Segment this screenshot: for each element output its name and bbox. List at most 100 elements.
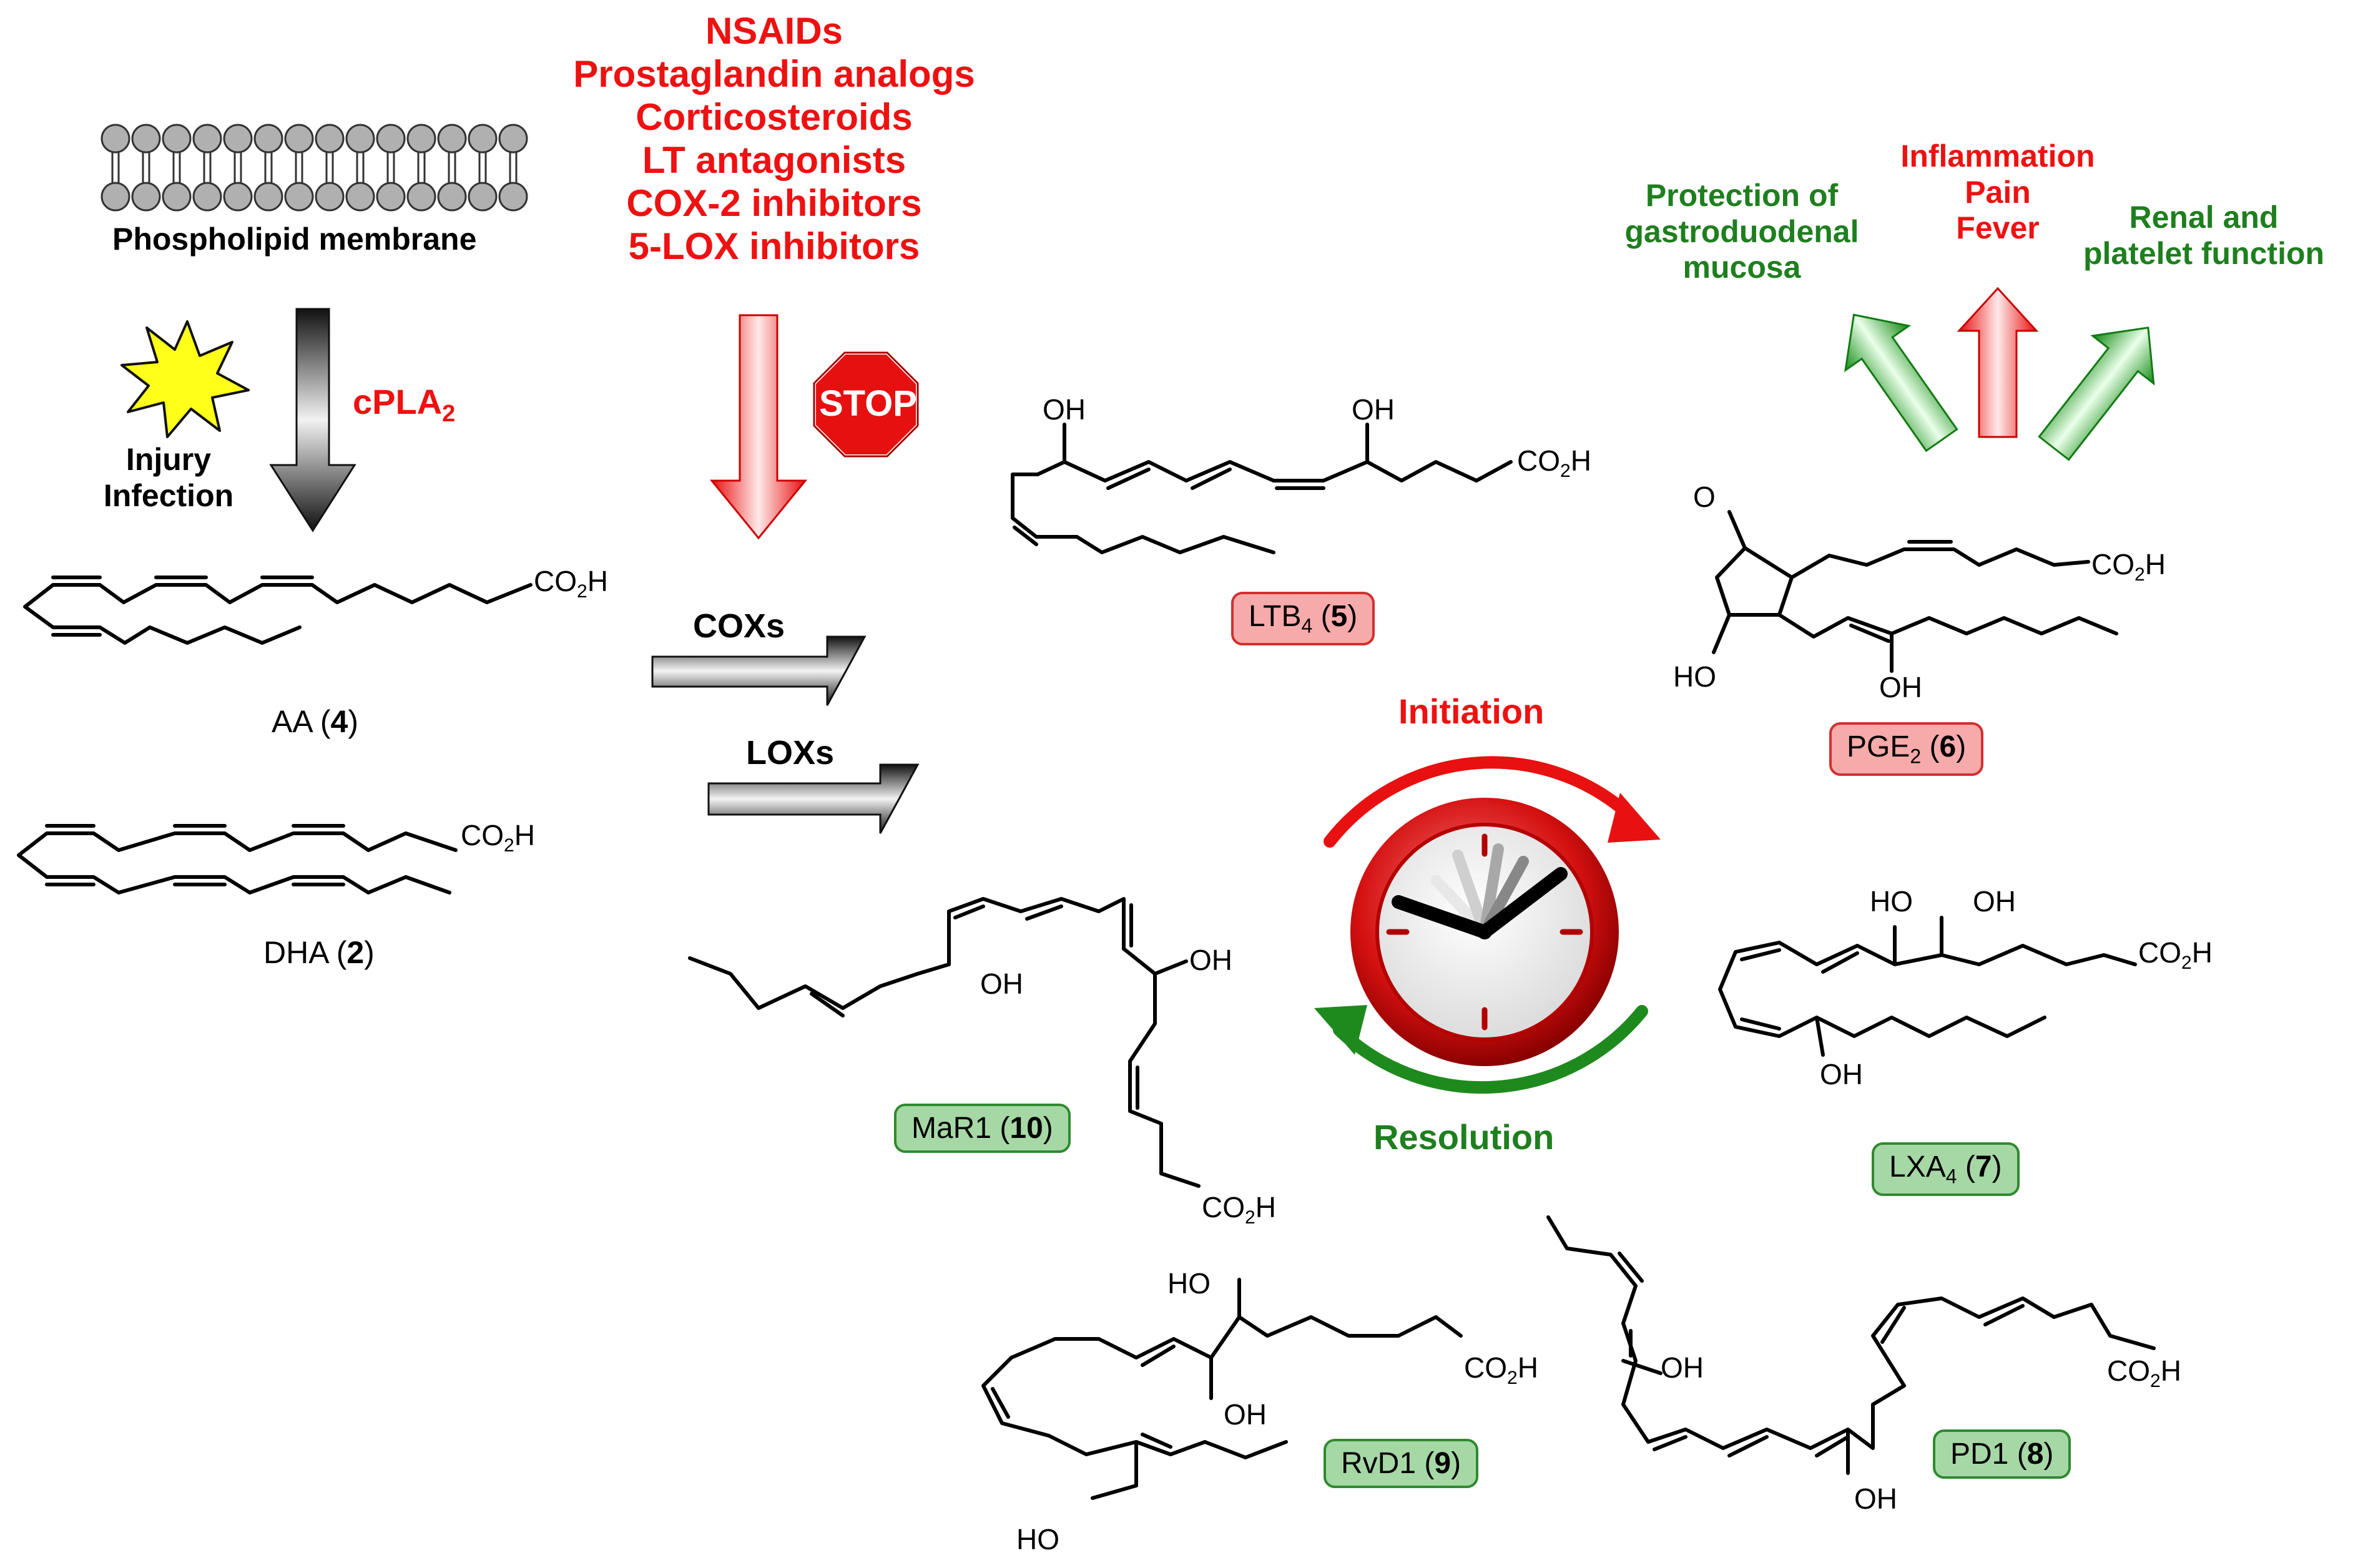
pge2-oh: OH [1879,671,1922,703]
rvd1-label: RvD1 (9) [1324,1439,1479,1488]
mucosa-arrow [1844,313,1958,453]
cpla2-subscript: 2 [442,401,456,428]
lxa4-ho: HO [1870,885,1913,918]
lxa4-acid-sub: 2 [2181,953,2192,974]
effect-mucosa-line1: Protection of [1645,178,1839,213]
drug-5lox-inhibitors: 5-LOX inhibitors [628,225,920,267]
lxa4-oh-1: OH [1973,885,2016,918]
effect-renal: Renal and platelet function [2060,200,2347,272]
drug-nsaids: NSAIDs [705,10,843,52]
effect-inflammation-line3: Fever [1956,210,2040,245]
rvd1-oh: OH [1224,1398,1267,1431]
dha-number: 2 [346,935,365,970]
initiation-label: Initiation [1398,692,1545,731]
pge2-acid-co: CO [2091,548,2134,581]
ltb4-label: LTB4 (5) [1231,592,1375,645]
pge2-acid-h: H [2144,548,2166,581]
effect-mucosa: Protection of gastroduodenal mucosa [1598,178,1885,286]
mar1-structure [688,897,1201,1188]
effect-renal-line2: platelet function [2083,235,2325,271]
ltb4-acid-sub: 2 [1560,461,1571,482]
pge2-label: PGE2 (6) [1829,722,1984,776]
effect-inflammation-line2: Pain [1965,174,2031,210]
pd1-acid-co: CO [2107,1355,2150,1387]
ltb4-acid-co: CO [1517,444,1560,477]
aa-acid: CO2H [534,565,608,603]
pd1-oh-1: OH [1661,1351,1704,1384]
dha-caption: DHA (2) [263,935,375,970]
ltb4-acid: CO2H [1517,444,1591,483]
pge2-number: 6 [1939,730,1957,763]
mar1-number: 10 [1009,1112,1043,1145]
cox-arrow [651,635,867,706]
drug-cox2-inhibitors: COX-2 inhibitors [626,182,922,224]
trigger-injury: Injury [125,442,212,477]
aa-caption: AA (4) [272,704,358,739]
rvd1-structure [981,1278,1463,1500]
dha-acid-sub: 2 [504,835,514,856]
lxa4-subscript: 4 [1945,1165,1957,1188]
mar1-acid-co: CO [1202,1191,1245,1223]
pge2-acid-sub: 2 [2134,564,2145,586]
aa-acid-h: H [587,565,608,597]
lxa4-label: LXA4 (7) [1872,1142,2020,1196]
phospholipid-membrane [101,124,528,212]
ltb4-oh-1: OH [1043,393,1086,426]
pd1-number: 8 [2026,1438,2044,1471]
mar1-acid-sub: 2 [1245,1207,1255,1228]
pge2-oxo: O [1693,481,1716,513]
inflammation-arrow [1957,287,2039,438]
mar1-oh-1: OH [980,968,1023,1000]
ltb4-oh-2: OH [1352,393,1395,426]
drug-corticosteroids: Corticosteroids [636,96,913,138]
rvd1-ho-2: HO [1016,1523,1059,1556]
resolution-label: Resolution [1373,1117,1555,1157]
cpla2-text: cPLA [353,382,443,421]
injury-burst-icon [120,320,250,438]
lxa4-acid: CO2H [2138,936,2213,974]
dha-acid: CO2H [461,819,535,857]
mar1-acid-h: H [1255,1191,1276,1223]
pge2-acid: CO2H [2091,548,2166,586]
dha-name: DHA [263,935,328,970]
drug-prostaglandin-analogs: Prostaglandin analogs [573,53,975,95]
pd1-label: PD1 (8) [1933,1429,2071,1479]
lxa4-name: LXA [1889,1150,1946,1183]
rvd1-ho-1: HO [1167,1267,1211,1300]
drug-inhibition-arrow [709,314,808,540]
trigger-labels: Injury Infection [91,442,247,514]
trigger-infection: Infection [103,478,234,513]
lox-arrow [707,763,920,834]
stop-sign-label: STOP [819,383,917,424]
aa-number: 4 [330,704,348,739]
pge2-ho: HO [1673,660,1716,693]
rvd1-acid-h: H [1517,1351,1538,1384]
lxa4-oh-2: OH [1820,1058,1863,1090]
cpla2-label: cPLA2 [353,382,455,428]
stop-sign-icon [812,351,920,458]
pd1-acid: CO2H [2107,1355,2181,1393]
effect-inflammation-line1: Inflammation [1900,139,2095,174]
aa-acid-sub: 2 [577,581,587,602]
ltb4-subscript: 4 [1301,614,1313,637]
effect-renal-line1: Renal and [2129,200,2279,235]
pd1-acid-h: H [2160,1355,2181,1387]
mar1-name: MaR1 [911,1112,992,1145]
cox-label: COXs [693,607,785,645]
dha-acid-co: CO [461,819,504,851]
aa-acid-co: CO [534,565,577,597]
mar1-label: MaR1 (10) [894,1104,1071,1153]
ltb4-number: 5 [1330,600,1348,633]
lxa4-structure [1718,916,2137,1057]
effect-inflammation: Inflammation Pain Fever [1873,139,2123,247]
rvd1-number: 9 [1434,1447,1452,1480]
cpla2-arrow [269,308,356,532]
aa-structure [23,576,533,645]
lox-label: LOXs [746,734,835,772]
rvd1-name: RvD1 [1341,1447,1417,1480]
effect-mucosa-line2: gastroduodenal [1624,213,1859,249]
drug-list: NSAIDs Prostaglandin analogs Corticoster… [549,9,999,268]
pge2-name: PGE [1847,730,1910,763]
dha-structure [17,824,458,894]
lxa4-number: 7 [1975,1150,1992,1183]
